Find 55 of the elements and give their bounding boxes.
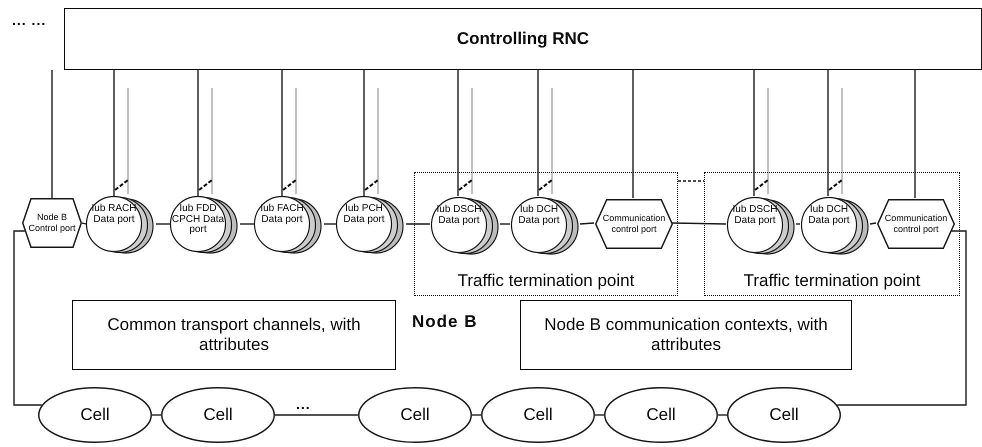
port-label: Iub DSCH Data port — [435, 205, 482, 226]
cell-label: Cell — [769, 405, 799, 425]
port-label: Iub DCH Data port — [517, 205, 561, 226]
port-label: Iub FDD CPCH Data port — [170, 204, 226, 236]
group-title: Traffic termination point — [744, 271, 920, 291]
connector-line — [406, 223, 430, 225]
box-text: Node B communication contexts, with attributes — [543, 314, 829, 356]
connector-line — [363, 70, 365, 196]
connector-line — [156, 223, 170, 225]
connector-line — [82, 222, 86, 225]
connector-line — [914, 70, 916, 198]
connector-line — [275, 414, 358, 416]
text-label: Node B — [412, 312, 478, 332]
cell-label: Cell — [80, 405, 110, 425]
text-label: ... — [296, 396, 311, 412]
controller-box — [64, 8, 982, 70]
port-label: Iub RACH Data port — [90, 204, 138, 225]
connector-line — [537, 70, 539, 196]
connector-line — [281, 70, 283, 196]
connector-line — [678, 180, 704, 182]
connector-line — [324, 223, 336, 225]
connector-line — [457, 70, 459, 196]
connector-line — [13, 230, 42, 406]
port-label: Communication control port — [884, 213, 948, 235]
attribute-box — [72, 300, 396, 370]
connector-line — [240, 223, 254, 225]
connector-line — [51, 70, 53, 198]
port-label: Node B Control port — [27, 212, 77, 234]
connector-line — [827, 70, 829, 196]
cell-label: Cell — [203, 405, 233, 425]
port-label: Iub PCH Data port — [342, 204, 386, 225]
connector-line — [197, 70, 199, 196]
connector-line — [672, 222, 726, 225]
connector-line — [632, 70, 634, 198]
connector-line — [500, 223, 510, 225]
connector-line — [870, 222, 876, 225]
port-label: Iub DSCH Data port — [731, 205, 778, 226]
port-label: Iub DCH Data port — [807, 205, 851, 226]
dotted-group-box — [704, 172, 960, 296]
connector-line — [796, 223, 800, 225]
connector-line — [113, 70, 115, 196]
connector-line — [837, 230, 967, 406]
attribute-box — [520, 300, 852, 370]
connector-line — [753, 70, 755, 196]
connector-line — [580, 222, 594, 225]
port-label: Iub FACH Data port — [259, 204, 305, 225]
dotted-group-box — [414, 172, 678, 296]
text-label: ... ... — [12, 12, 46, 28]
cell-label: Cell — [646, 405, 676, 425]
box-text: Common transport channels, with attributes — [106, 314, 362, 356]
group-title: Traffic termination point — [458, 271, 634, 291]
node-title: Controlling RNC — [456, 29, 590, 49]
cell-label: Cell — [400, 405, 430, 425]
port-label: Communication control port — [602, 213, 666, 235]
cell-label: Cell — [523, 405, 553, 425]
